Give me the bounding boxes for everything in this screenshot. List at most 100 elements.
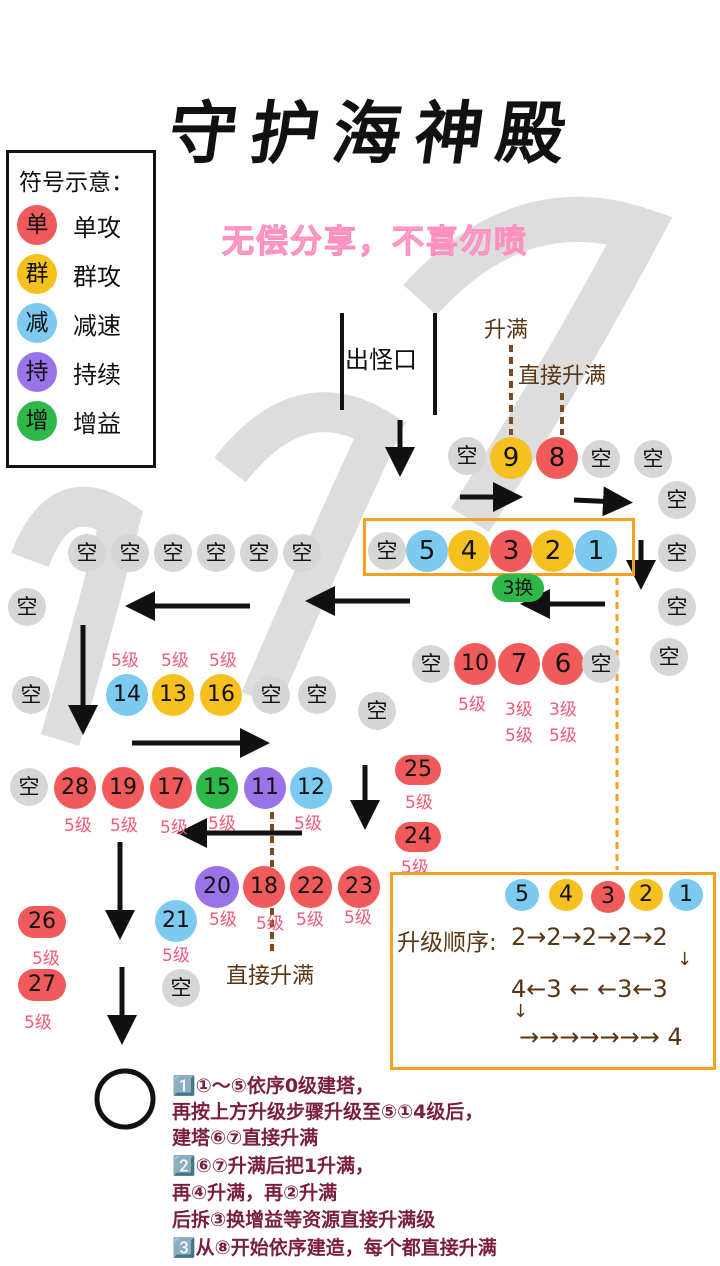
level-label: 5级 [162, 946, 190, 966]
level-label: 5级 [405, 793, 433, 813]
upgrade-down-1: ↓ [677, 949, 693, 970]
tower-10[interactable]: 10 [454, 643, 496, 685]
tower-5-mini: 5 [505, 879, 539, 911]
buff-icon: 增 [17, 401, 57, 441]
empty-slot[interactable]: 空 [658, 481, 696, 519]
tower-12[interactable]: 12 [290, 767, 332, 809]
legend-item-group: 群 群攻 [17, 254, 121, 294]
empty-slot[interactable]: 空 [582, 440, 620, 478]
empty-slot[interactable]: 空 [412, 645, 450, 683]
empty-slot[interactable]: 空 [634, 440, 672, 478]
empty-slot[interactable]: 空 [12, 676, 50, 714]
upgrade-order-box: 5 4 3 2 1 升级顺序: 2→2→2→2→2 ↓ 4←3 ← ←3←3 ↓… [390, 872, 716, 1070]
empty-slot[interactable]: 空 [298, 676, 336, 714]
note-line-1: 1️⃣①～⑤依序0级建塔， [172, 1075, 375, 1097]
level-label: 5级 [256, 914, 284, 934]
level-label: 5级 [209, 910, 237, 930]
tower-18[interactable]: 18 [243, 866, 285, 908]
tower-3-mini: 3 [591, 881, 625, 913]
empty-slot[interactable]: 空 [582, 645, 620, 683]
empty-slot[interactable]: 空 [162, 969, 200, 1007]
tower-2[interactable]: 2 [532, 530, 574, 572]
tower-9[interactable]: 9 [490, 437, 532, 479]
tower-19[interactable]: 19 [102, 767, 144, 809]
empty-slot[interactable]: 空 [358, 692, 396, 730]
note-line-2: 再按上方升级步骤升级至⑤①4级后， [172, 1101, 484, 1123]
empty-slot[interactable]: 空 [658, 534, 696, 572]
upgrade-full-label: 升满 [484, 318, 529, 343]
level-label: 5级 [344, 908, 372, 928]
empty-slot[interactable]: 空 [8, 588, 46, 626]
level-label: 5级 [64, 816, 92, 836]
tower-4-mini: 4 [549, 879, 583, 911]
note-line-5: 再④升满，再②升满 [172, 1182, 338, 1204]
note-line-7: 3️⃣从⑧开始依序建造，每个都直接升满 [172, 1237, 497, 1259]
tower-6[interactable]: 6 [542, 643, 584, 685]
tower-26[interactable]: 26 [18, 906, 66, 938]
empty-slot[interactable]: 空 [154, 534, 192, 572]
legend-item-buff: 增 增益 [17, 401, 121, 441]
tower-28[interactable]: 28 [54, 767, 96, 809]
level-label: 5级 [161, 651, 189, 671]
subtitle: 无偿分享，不喜勿喷 [221, 222, 529, 261]
tower-22[interactable]: 22 [290, 866, 332, 908]
tower-1[interactable]: 1 [575, 530, 617, 572]
level-label: 3级 [549, 700, 577, 720]
direct-full-label-2: 直接升满 [226, 964, 315, 989]
legend-label: 单攻 [73, 213, 121, 242]
tower-5[interactable]: 5 [406, 530, 448, 572]
tower-8[interactable]: 8 [536, 437, 578, 479]
empty-slot[interactable]: 空 [658, 588, 696, 626]
upgrade-down-2: ↓ [513, 1001, 529, 1022]
level-label: 5级 [32, 949, 60, 969]
tower-13[interactable]: 13 [152, 674, 194, 716]
level-label: 5级 [24, 1013, 52, 1033]
level-label: 5级 [294, 814, 322, 834]
legend-label: 群攻 [73, 262, 121, 291]
tower-3[interactable]: 3 [490, 530, 532, 572]
level-label: 5级 [505, 726, 533, 746]
tower-11[interactable]: 11 [244, 767, 286, 809]
tower-4[interactable]: 4 [448, 530, 490, 572]
legend-label: 持续 [73, 360, 121, 389]
upgrade-seq-3: →→→→→→→ 4 [519, 1023, 683, 1051]
sustain-icon: 持 [17, 352, 57, 392]
level-label: 5级 [111, 651, 139, 671]
tower-25[interactable]: 25 [395, 755, 441, 785]
level-label: 5级 [458, 695, 486, 715]
upgrade-seq-2: 4←3 ← ←3←3 [511, 975, 668, 1003]
tower-21[interactable]: 21 [155, 900, 197, 942]
tower-27[interactable]: 27 [18, 969, 66, 1001]
empty-slot[interactable]: 空 [240, 534, 278, 572]
spawn-label: 出怪口 [345, 346, 417, 374]
level-label: 5级 [110, 816, 138, 836]
tower-16[interactable]: 16 [200, 674, 242, 716]
empty-slot[interactable]: 空 [650, 638, 688, 676]
empty-slot[interactable]: 空 [448, 437, 486, 475]
tower-7[interactable]: 7 [498, 643, 540, 685]
tower-20[interactable]: 20 [195, 866, 239, 908]
legend-panel: 符号示意： 单 单攻 群 群攻 减 减速 持 持续 增 增益 [6, 150, 156, 468]
empty-slot[interactable]: 空 [111, 534, 149, 572]
tower-2-mini: 2 [629, 879, 663, 911]
empty-slot[interactable]: 空 [68, 534, 106, 572]
level-label: 5级 [296, 910, 324, 930]
empty-slot[interactable]: 空 [368, 532, 406, 570]
tower-17[interactable]: 17 [150, 767, 192, 809]
legend-label: 增益 [73, 409, 121, 438]
legend-label: 减速 [73, 311, 121, 340]
level-label: 5级 [549, 726, 577, 746]
slow-icon: 减 [17, 303, 57, 343]
empty-slot[interactable]: 空 [283, 534, 321, 572]
tower-23[interactable]: 23 [338, 866, 380, 908]
level-label: 3级 [505, 700, 533, 720]
single-attack-icon: 单 [17, 205, 57, 245]
direct-full-label: 直接升满 [518, 364, 607, 389]
empty-slot[interactable]: 空 [10, 768, 48, 806]
empty-slot[interactable]: 空 [197, 534, 235, 572]
tower-15[interactable]: 15 [196, 767, 238, 809]
tower-14[interactable]: 14 [106, 674, 148, 716]
empty-slot[interactable]: 空 [252, 676, 290, 714]
legend-item-slow: 减 减速 [17, 303, 121, 343]
tower-24[interactable]: 24 [395, 822, 441, 852]
